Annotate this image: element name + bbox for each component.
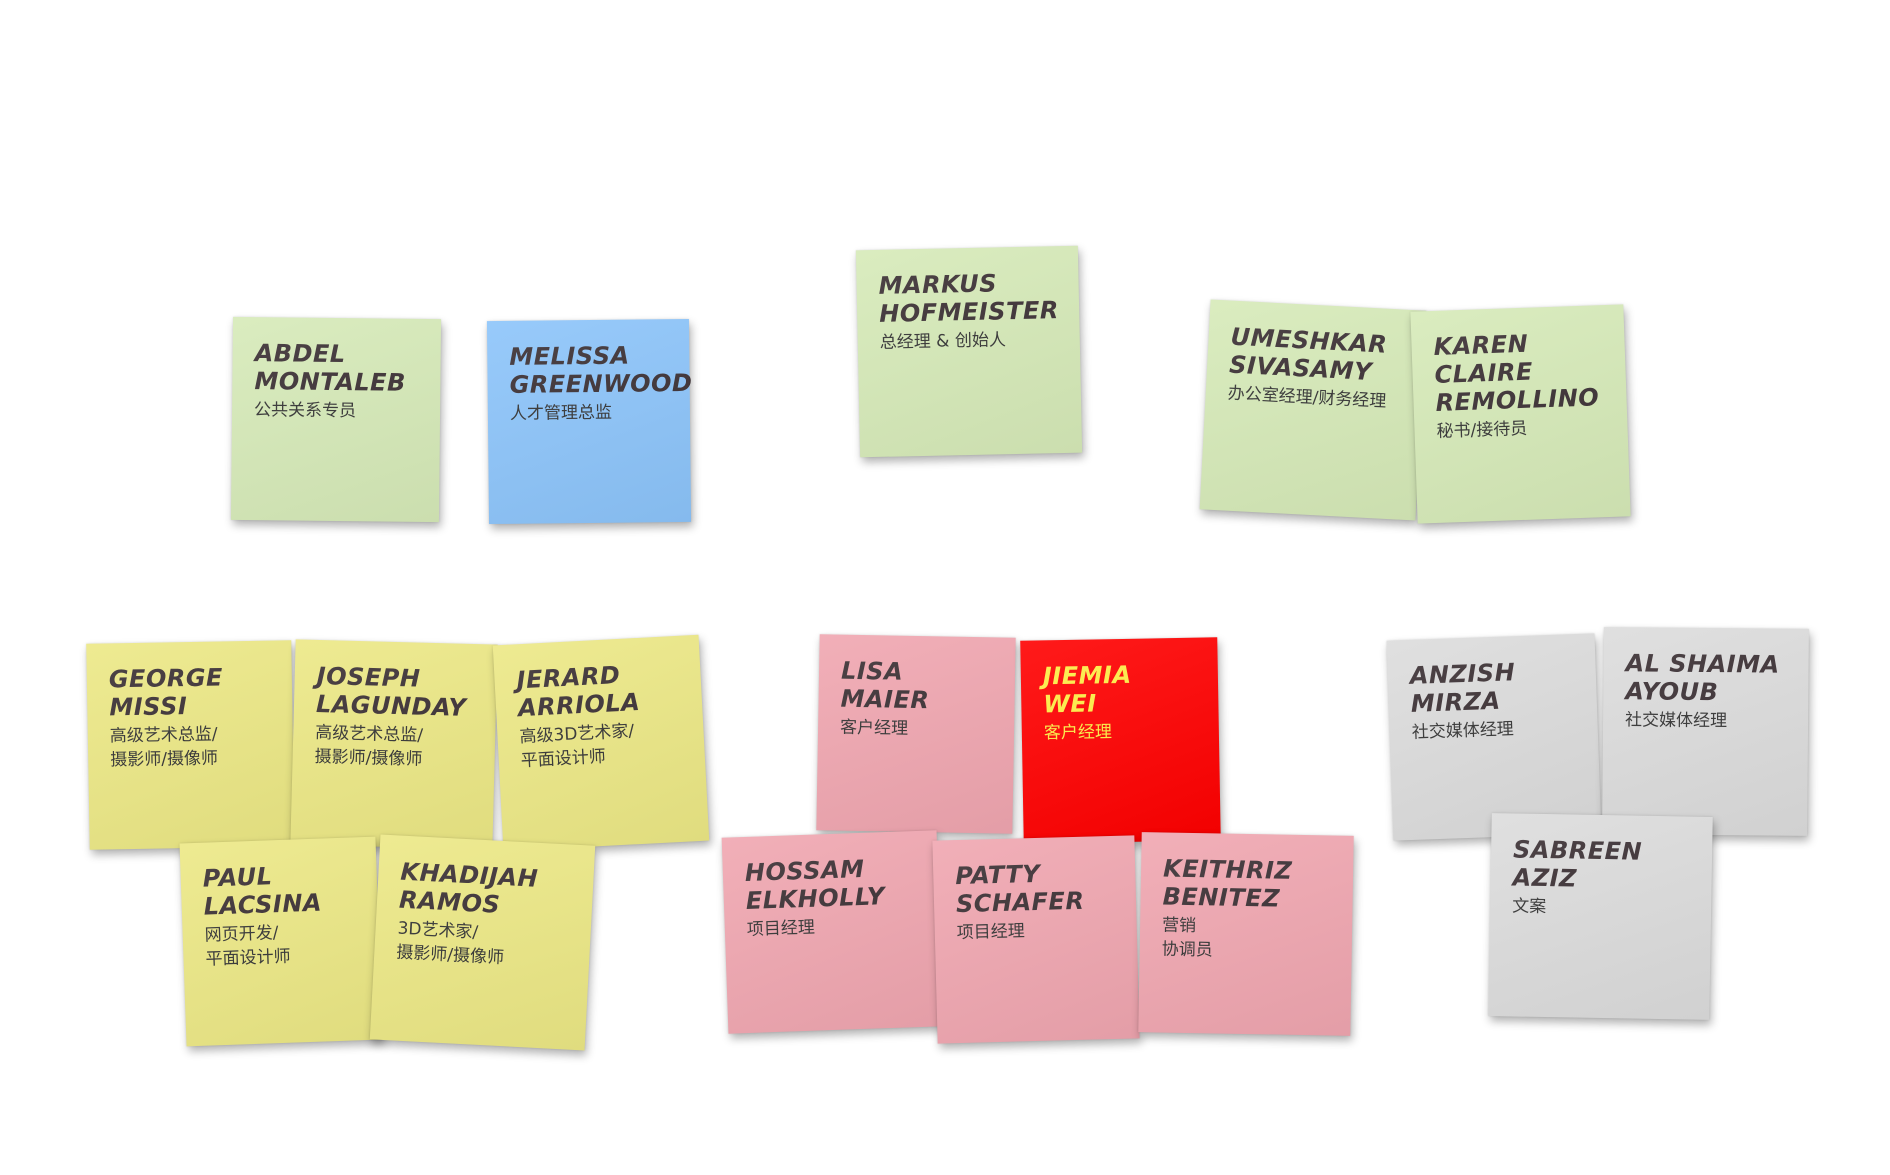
note-name: Keithriz Benitez <box>1162 854 1293 913</box>
note-role: 3D艺术家/ 摄影师/摄像师 <box>395 918 505 969</box>
note-role: 高级3D艺术家/ 平面设计师 <box>519 721 635 772</box>
note-role: 项目经理 <box>956 921 1026 944</box>
note-name: Lisa Maier <box>840 656 930 715</box>
note-role: 营销 协调员 <box>1161 915 1213 961</box>
note-name: Sabreen Aziz <box>1512 835 1643 893</box>
note-name: Umeshkar Sivasamy <box>1228 322 1389 387</box>
note-joseph-lagunday[interactable]: Joseph Lagunday 高级艺术总监/ 摄影师/摄像师 <box>290 639 498 850</box>
note-role: 网页开发/ 平面设计师 <box>204 923 291 970</box>
note-karen-claire-remollino[interactable]: Karen Claire Remollino 秘书/接待员 <box>1410 304 1631 524</box>
note-role: 公共关系专员 <box>253 400 357 422</box>
note-name: Jiemia Wei <box>1042 660 1132 719</box>
note-al-shaima-ayoub[interactable]: Al Shaima Ayoub 社交媒体经理 <box>1602 627 1809 836</box>
note-paul-lacsina[interactable]: Paul Lacsina 网页开发/ 平面设计师 <box>179 836 383 1047</box>
note-name: Al Shaima Ayoub <box>1625 649 1780 707</box>
note-name: Melissa Greenwood <box>509 341 693 399</box>
note-role: 社交媒体经理 <box>1625 710 1728 732</box>
note-khadijah-ramos[interactable]: Khadijah Ramos 3D艺术家/ 摄影师/摄像师 <box>369 834 596 1051</box>
note-role: 高级艺术总监/ 摄影师/摄像师 <box>314 722 424 770</box>
note-jerard-arriola[interactable]: Jerard Arriola 高级3D艺术家/ 平面设计师 <box>492 634 710 852</box>
note-umeshkar-sivasamy[interactable]: Umeshkar Sivasamy 办公室经理/财务经理 <box>1199 299 1427 521</box>
note-role: 总经理 & 创始人 <box>879 330 1007 353</box>
note-abdel-montaleb[interactable]: Abdel Montaleb 公共关系专员 <box>230 316 442 523</box>
note-name: Markus Hofmeister <box>878 269 1060 328</box>
note-anzish-mirza[interactable]: Anzish Mirza 社交媒体经理 <box>1386 633 1602 841</box>
note-patty-schafer[interactable]: Patty Schafer 项目经理 <box>932 835 1140 1044</box>
note-role: 文案 <box>1511 896 1547 918</box>
note-name: Anzish Mirza <box>1409 658 1516 718</box>
note-hossam-elkholly[interactable]: Hossam Elkholly 项目经理 <box>721 830 944 1034</box>
note-name: Paul Lacsina <box>202 862 323 921</box>
note-role: 社交媒体经理 <box>1411 719 1515 743</box>
note-role: 客户经理 <box>839 717 909 739</box>
note-name: Khadijah Ramos <box>398 857 539 919</box>
note-name: Jerard Arriola <box>515 660 641 723</box>
note-role: 客户经理 <box>1043 722 1113 744</box>
note-name: Abdel Montaleb <box>254 339 406 397</box>
note-sabreen-aziz[interactable]: Sabreen Aziz 文案 <box>1488 813 1713 1020</box>
note-melissa-greenwood[interactable]: Melissa Greenwood 人才管理总监 <box>486 318 693 525</box>
note-role: 人才管理总监 <box>509 402 613 424</box>
note-name: Hossam Elkholly <box>744 854 886 915</box>
note-keithriz-benitez[interactable]: Keithriz Benitez 营销 协调员 <box>1138 832 1354 1036</box>
note-lisa-maier[interactable]: Lisa Maier 客户经理 <box>816 634 1016 834</box>
note-markus-hofmeister[interactable]: Markus Hofmeister 总经理 & 创始人 <box>855 245 1083 458</box>
note-name: George Missi <box>108 663 224 722</box>
note-name: Joseph Lagunday <box>315 661 467 722</box>
note-role: 秘书/接待员 <box>1436 418 1528 442</box>
note-role: 高级艺术总监/ 摄影师/摄像师 <box>109 724 219 771</box>
note-george-missi[interactable]: George Missi 高级艺术总监/ 摄影师/摄像师 <box>86 640 295 850</box>
note-role: 项目经理 <box>746 917 816 940</box>
note-name: Patty Schafer <box>954 859 1085 919</box>
note-jiemia-wei[interactable]: Jiemia Wei 客户经理 <box>1020 637 1221 844</box>
note-name: Karen Claire Remollino <box>1433 329 1600 417</box>
